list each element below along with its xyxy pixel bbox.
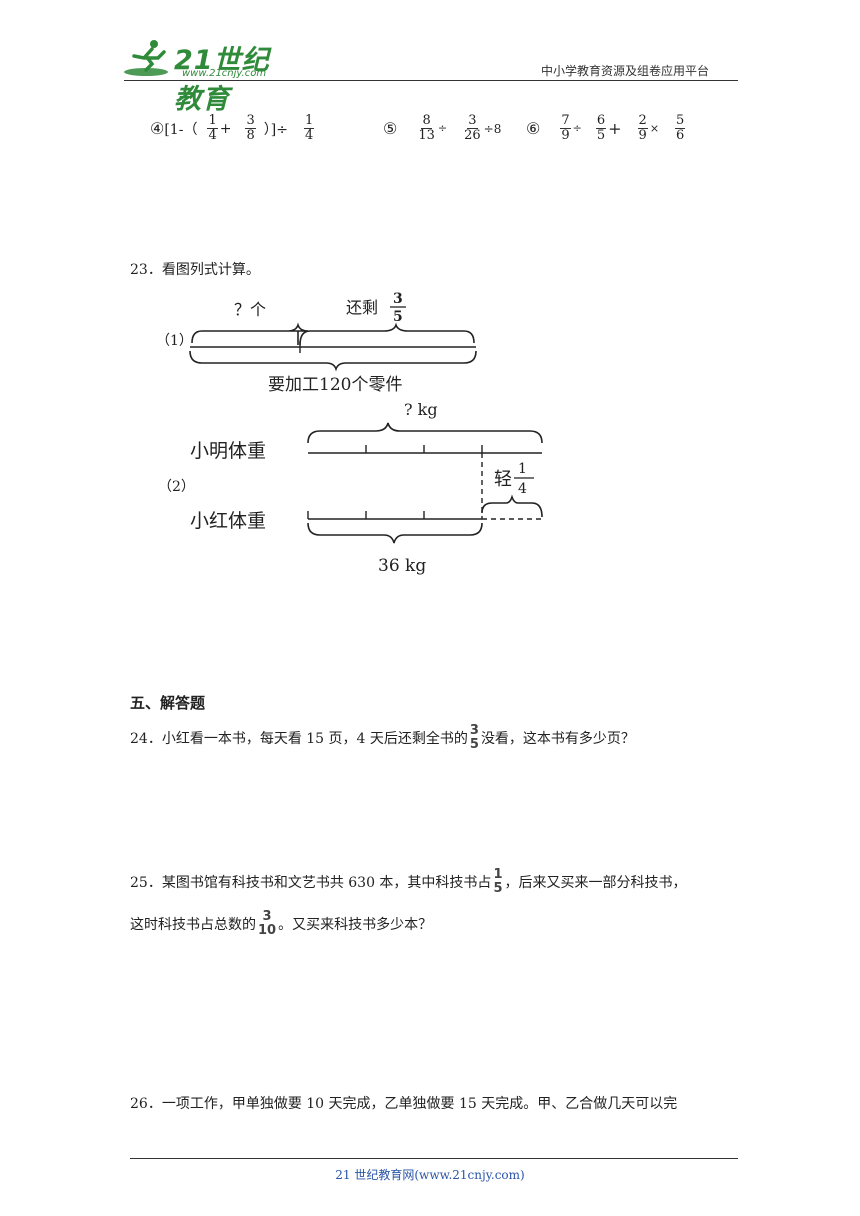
question-23-title: 23．看图列式计算。	[130, 262, 260, 278]
footer-rule	[130, 1158, 738, 1159]
plus-sign: +	[608, 119, 622, 138]
circled-number-6: ⑥	[526, 119, 541, 138]
question-26: 26．一项工作，甲单独做要 10 天完成，乙单独做要 15 天完成。甲、乙合做几…	[130, 1096, 678, 1112]
logo-brand: 21世纪教育	[174, 45, 270, 115]
q23-diagram-2: ? kg 小明体重 （2） 轻 1 4 小红体重 36 kg	[158, 400, 543, 576]
header-logo: 21世纪教育 www.21cnjy.com	[124, 34, 294, 115]
diagram2-bottom-label: 36 kg	[378, 556, 426, 576]
brace-left-part	[191, 322, 309, 344]
q24-text-before: 24．小红看一本书，每天看 15 页，4 天后还剩全书的	[130, 731, 468, 747]
footer-text[interactable]: 21 世纪教育网(www.21cnjy.com)	[335, 1168, 525, 1182]
q25-line2-after: 。又买来科技书多少本？	[278, 917, 433, 933]
ming-weight-label: 小明体重	[190, 440, 266, 462]
q24-text-after: 没看，这本书有多少页？	[480, 731, 635, 747]
q25-text-before: 25．某图书馆有科技书和文艺书共 630 本，其中科技书占	[130, 875, 492, 891]
calc-close: ）]÷	[263, 121, 288, 138]
header-platform-text: 中小学教育资源及组卷应用平台	[541, 64, 710, 78]
brace-ming	[307, 422, 543, 444]
runner-logo-icon	[124, 40, 168, 76]
diagram1-unknown-label: ？个	[234, 300, 266, 319]
diagram1-remain-denominator: 5	[393, 309, 403, 325]
brace-lighter	[481, 494, 543, 518]
lighter-numerator: 1	[518, 461, 527, 477]
lighter-text: 轻	[494, 469, 512, 490]
brace-total	[189, 350, 477, 372]
brace-hong	[307, 522, 483, 544]
calc-open: [1-（	[164, 121, 198, 138]
q23-diagram-1: （1） ？个 还剩 3 5 要加工120个零件	[156, 291, 477, 395]
circled-number-5: ⑤	[383, 119, 398, 138]
diagram1-label: （1）	[156, 333, 193, 349]
diagram1-remain-text: 还剩	[346, 298, 378, 317]
section-5-title: 五、解答题	[130, 694, 206, 712]
diagram1-remain-numerator: 3	[393, 291, 403, 307]
divide-sign: ÷	[572, 122, 582, 135]
divide-sign: ÷	[437, 122, 448, 135]
diagram2-label: （2）	[158, 479, 195, 495]
hong-weight-label: 小红体重	[190, 510, 266, 532]
diagram2-top-label: ? kg	[404, 400, 438, 419]
lighter-denominator: 4	[518, 481, 527, 497]
calc-tail: ÷8	[483, 121, 502, 136]
diagram1-total-label: 要加工120个零件	[268, 375, 402, 395]
q25-line2-before: 这时科技书占总数的	[130, 917, 256, 933]
header-rule	[124, 80, 738, 81]
q25-text-after: ，后来又买来一部分科技书，	[504, 875, 687, 891]
circled-number-4: ④	[150, 119, 165, 138]
brace-right-part	[299, 322, 475, 346]
times-sign: ×	[649, 122, 660, 135]
plus-sign: +	[219, 120, 232, 137]
logo-url: www.21cnjy.com	[182, 68, 267, 79]
